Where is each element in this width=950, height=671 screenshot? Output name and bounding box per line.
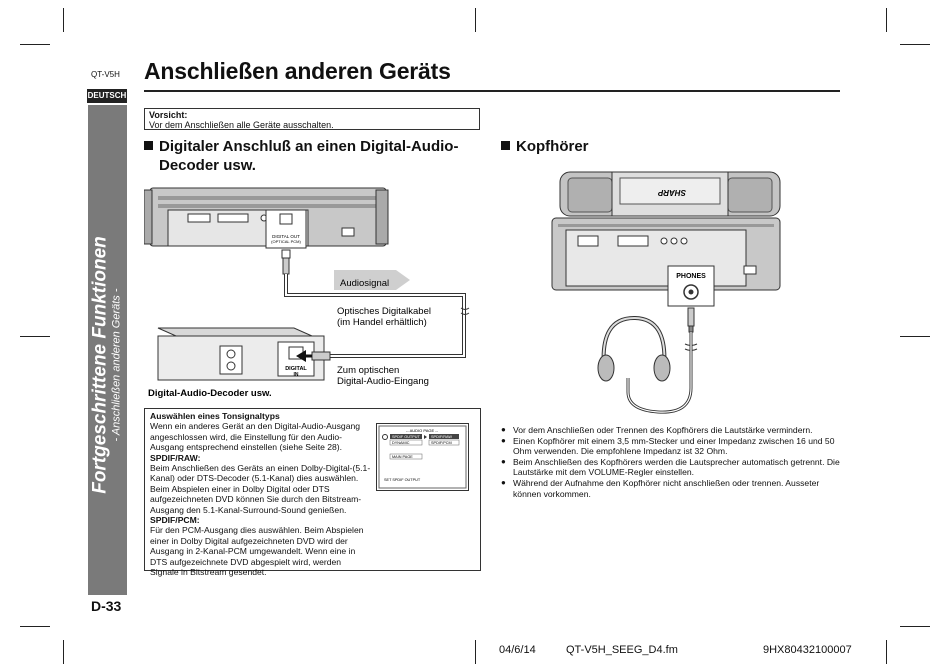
caution-box: Vorsicht: Vor dem Anschließen alle Gerät… xyxy=(144,108,480,130)
insert-arrow-icon xyxy=(296,350,306,362)
phones-jack-label: PHONES xyxy=(676,273,706,280)
sidebar-section-title: - Anschließen anderen Geräts - xyxy=(110,288,123,442)
footer-code: 9HX80432100007 xyxy=(763,644,852,656)
cable-label-line2: (im Handel erhältlich) xyxy=(337,317,427,328)
input-label-line1: Zum optischen xyxy=(337,365,399,376)
menu-item-main-page[interactable]: MAIN PAGE xyxy=(392,455,413,459)
menu-item-dynamic[interactable]: DYNAMIC xyxy=(392,441,410,445)
headphone-plug xyxy=(687,307,695,327)
menu-item-highlight xyxy=(390,434,422,439)
crop-mark xyxy=(63,8,64,32)
cable-break-icon xyxy=(460,307,470,315)
optical-plug-side xyxy=(311,351,331,361)
digital-in-sub: IN xyxy=(294,372,299,378)
headphones-diagram: SHARP PHONES xyxy=(551,171,781,414)
sound-box-heading: Auswählen eines Tonsignaltyps xyxy=(150,411,280,421)
digital-heading: Digitaler Anschluß an einen Digital-Audi… xyxy=(144,137,484,175)
headphones-heading-text: Kopfhörer xyxy=(516,138,589,155)
crop-mark xyxy=(475,640,476,664)
square-bullet-icon xyxy=(144,141,153,150)
audio-page-menu: -- AUDIO PAGE -- SPDIF OUTPUT DYNAMIC SP… xyxy=(376,423,469,491)
crop-mark xyxy=(886,8,887,32)
crop-mark xyxy=(475,8,476,32)
menu-title: -- AUDIO PAGE -- xyxy=(406,428,439,433)
spdif-pcm-heading: SPDIF/PCM: xyxy=(150,515,200,526)
crop-mark xyxy=(900,336,930,337)
list-item: Beim Anschließen des Kopfhörers werden d… xyxy=(501,457,841,478)
spdif-pcm-text: Für den PCM-Ausgang dies auswählen. Beim… xyxy=(150,525,364,578)
sidebar-text: Fortgeschrittene Funktionen - Anschließe… xyxy=(89,236,124,494)
headphones-icon xyxy=(597,315,671,382)
spdif-raw-text: Beim Anschließen des Geräts an einen Dol… xyxy=(150,463,371,515)
sound-box-intro: Wenn ein anderes Gerät an den Digital-Au… xyxy=(150,421,361,453)
list-item: Vor dem Anschließen oder Trennen des Kop… xyxy=(501,425,841,436)
optical-cable-core xyxy=(285,274,465,357)
footer-file: QT-V5H_SEEG_D4.fm xyxy=(566,644,678,656)
caution-heading: Vorsicht: xyxy=(149,110,188,120)
audiosignal-arrow-icon xyxy=(334,270,410,290)
crop-mark xyxy=(900,44,930,45)
digital-out-jack-label: DIGITAL OUT xyxy=(272,234,300,239)
menu-option-raw[interactable]: SPDIF/RAW xyxy=(431,435,452,439)
decoder-unit xyxy=(157,327,325,381)
optical-plug-top xyxy=(281,249,291,275)
sound-signal-box: Auswählen eines Tonsignaltyps Wenn ein a… xyxy=(144,408,481,577)
crop-mark xyxy=(900,626,930,627)
list-item: Während der Aufnahme den Kopfhörer nicht… xyxy=(501,478,841,499)
digital-connection-diagram: DIGITAL OUT (OPTICAL PCM) Audiosignal Op… xyxy=(144,187,470,399)
digital-heading-line1: Digitaler Anschluß an einen Digital-Audi… xyxy=(159,138,459,155)
audiosignal-label: Audiosignal xyxy=(340,278,389,289)
language-badge: DEUTSCH xyxy=(87,89,127,103)
main-unit-rear xyxy=(144,187,389,249)
decoder-caption: Digital-Audio-Decoder usw. xyxy=(148,388,272,399)
list-item: Einen Kopfhörer mit einem 3,5 mm-Stecker… xyxy=(501,436,841,457)
model-code: QT-V5H xyxy=(91,70,120,79)
menu-option-pcm[interactable]: SPDIF/PCM xyxy=(431,441,452,445)
page-title: Anschließen anderen Geräts xyxy=(144,58,451,84)
digital-heading-line2: Decoder usw. xyxy=(159,157,256,174)
sidebar-chapter-title: Fortgeschrittene Funktionen xyxy=(89,236,111,494)
menu-item-spdif-output[interactable]: SPDIF OUTPUT xyxy=(392,435,421,439)
footer-date: 04/6/14 xyxy=(499,644,536,656)
headphones-notes: Vor dem Anschließen oder Trennen des Kop… xyxy=(501,425,841,499)
phones-jack-callout xyxy=(667,265,715,307)
crop-mark xyxy=(63,640,64,664)
page-number: D-33 xyxy=(91,598,122,614)
brand-logo: SHARP xyxy=(657,188,686,197)
crop-mark xyxy=(20,336,50,337)
square-bullet-icon xyxy=(501,141,510,150)
headphones-heading: Kopfhörer xyxy=(501,137,589,156)
menu-footer: SET SPDIF OUTPUT xyxy=(384,478,421,482)
caution-text: Vor dem Anschließen alle Geräte ausschal… xyxy=(149,120,334,130)
chapter-sidebar: Fortgeschrittene Funktionen - Anschließe… xyxy=(88,105,127,595)
cable-label-line1: Optisches Digitalkabel xyxy=(337,306,431,317)
menu-arrow-icon xyxy=(424,435,427,439)
digital-in-label: DIGITAL xyxy=(285,366,307,372)
crop-mark xyxy=(886,640,887,664)
disc-icon xyxy=(382,434,388,440)
crop-mark xyxy=(20,626,50,627)
digital-out-jack-sub: (OPTICAL PCM) xyxy=(271,239,301,244)
crop-mark xyxy=(20,44,50,45)
title-rule xyxy=(144,90,840,92)
main-unit-front xyxy=(559,171,781,217)
input-label-line2: Digital-Audio-Eingang xyxy=(337,376,429,387)
spdif-raw-heading: SPDIF/RAW: xyxy=(150,452,201,463)
main-unit-rear-panel xyxy=(551,217,781,291)
